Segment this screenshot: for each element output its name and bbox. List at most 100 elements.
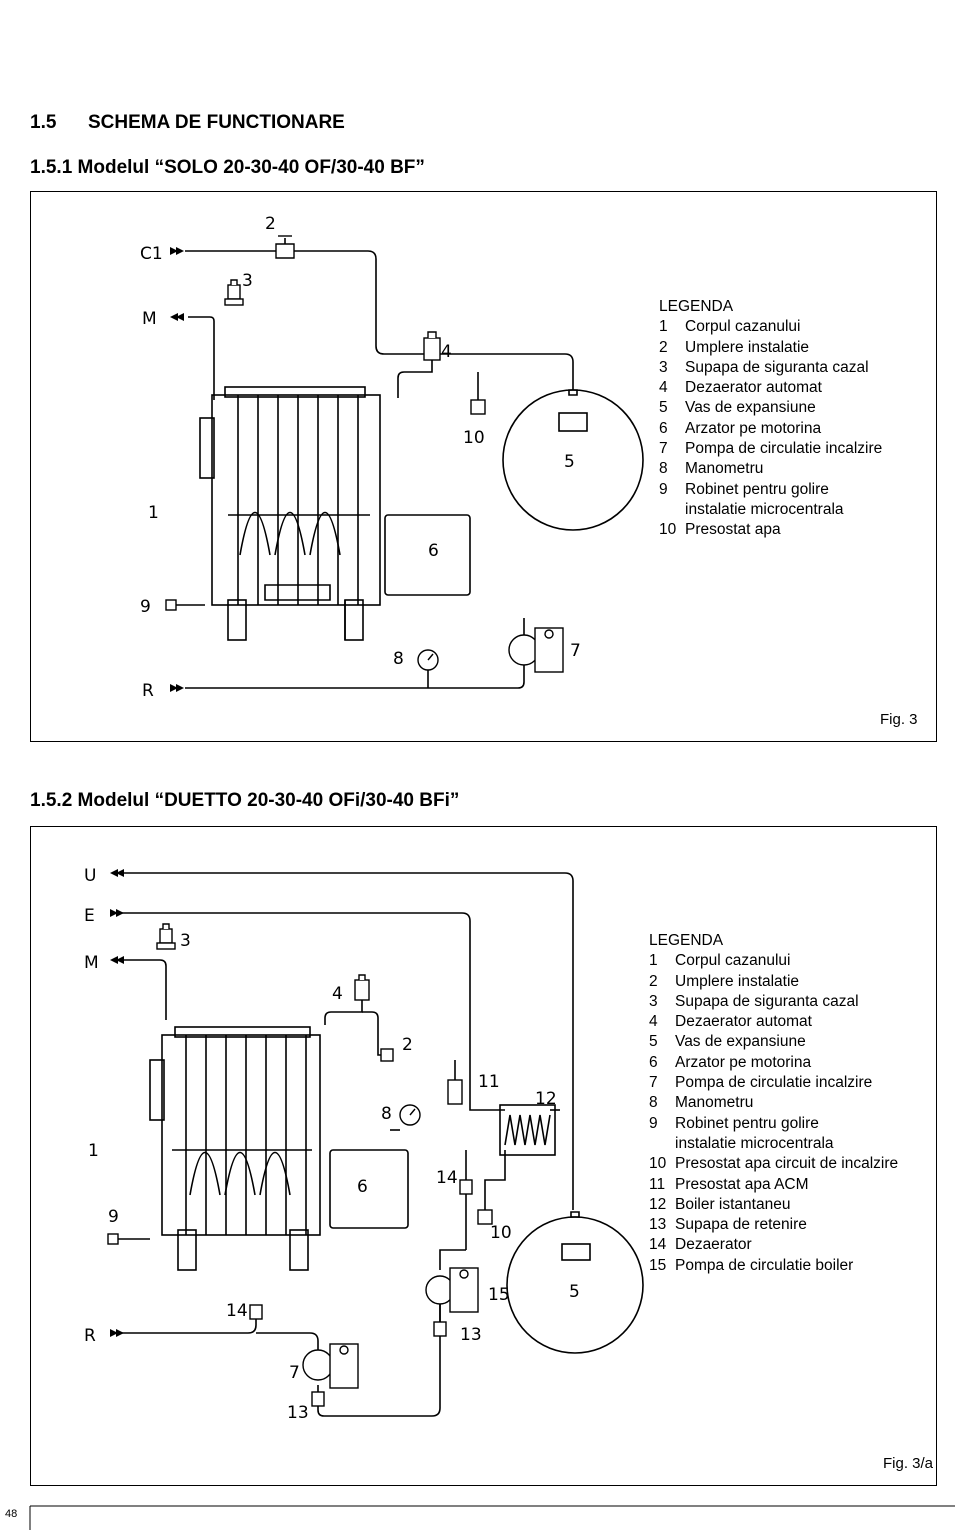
legend-num: 9	[649, 1114, 658, 1132]
legend-num: 6	[659, 419, 668, 437]
legend-item: 15 Pompa de circulatie boiler	[649, 1256, 898, 1276]
legend-item: 3 Supapa de siguranta cazal	[659, 358, 882, 378]
fig2-callout-3: 3	[180, 931, 191, 951]
fig2-callout-2: 2	[402, 1035, 413, 1055]
legend-text: Supapa de retenire	[675, 1216, 807, 1234]
legend-num: 1	[659, 318, 668, 336]
fig1-callout-3: 3	[242, 271, 253, 291]
legend-text: Supapa de siguranta cazal	[685, 358, 869, 376]
legend-text: Arzator pe motorina	[675, 1053, 812, 1071]
fig2-callout-13-lower: 13	[287, 1403, 309, 1423]
fig2-callout-1: 1	[88, 1141, 99, 1161]
legend-num: 14	[649, 1236, 667, 1254]
legend-item: 10 Presostat apa circuit de incalzire	[649, 1154, 898, 1174]
legend-num: 10	[659, 521, 677, 539]
fig2-conn-e: E	[84, 906, 95, 926]
fig1-callout-7: 7	[570, 641, 581, 661]
legend-num: 11	[649, 1175, 666, 1193]
fig2-heading: 1.5.2 Modelul “DUETTO 20-30-40 OFi/30-40…	[30, 790, 460, 811]
legend-num: 8	[659, 460, 668, 478]
legend-item: 4 Dezaerator automat	[649, 1012, 898, 1032]
legend-num: 8	[649, 1094, 658, 1112]
legend-item: 9 Robinet pentru golire	[659, 480, 882, 500]
legend-item: 6 Arzator pe motorina	[649, 1053, 898, 1073]
fig1-callout-2: 2	[265, 214, 276, 234]
fig2-conn-u: U	[84, 866, 96, 886]
fig2-frame	[30, 826, 937, 1486]
fig2-callout-12: 12	[535, 1089, 557, 1109]
legend-num: 5	[659, 399, 668, 417]
legend-num: 4	[649, 1013, 658, 1031]
fig1-conn-m: M	[142, 309, 157, 329]
legend-text: Manometru	[685, 460, 764, 478]
legend-num: 13	[649, 1216, 667, 1234]
fig2-callout-15: 15	[488, 1285, 510, 1305]
legend-num: 1	[649, 952, 658, 970]
fig2-callout-14-upper: 14	[436, 1168, 458, 1188]
legend-item: 5 Vas de expansiune	[659, 398, 882, 418]
legend-text: Dezaerator automat	[685, 379, 822, 397]
fig1-heading: 1.5.1 Modelul “SOLO 20-30-40 OF/30-40 BF…	[30, 157, 425, 178]
legend-text: Pompa de circulatie boiler	[675, 1256, 854, 1274]
legend-text: Manometru	[675, 1094, 754, 1112]
fig2-callout-11: 11	[478, 1072, 500, 1092]
fig2-callout-10: 10	[490, 1223, 512, 1243]
legend-item: 8 Manometru	[659, 459, 882, 479]
legend-text-cont: instalatie microcentrala	[685, 500, 844, 518]
legend-text: Robinet pentru golire	[685, 480, 829, 498]
legend-text: Pompa de circulatie incalzire	[675, 1074, 873, 1092]
legend-num: 10	[649, 1155, 667, 1173]
legend-text: Dezaerator automat	[675, 1013, 812, 1031]
section-heading: 1.5 SCHEMA DE FUNCTIONARE	[30, 112, 345, 134]
fig2-label: Fig. 3/a	[883, 1455, 934, 1472]
fig2-conn-m: M	[84, 953, 99, 973]
legend-num: 4	[659, 379, 668, 397]
legend-num: 7	[649, 1074, 658, 1092]
legend-num: 15	[649, 1256, 667, 1274]
legend-text: Vas de expansiune	[675, 1033, 806, 1051]
legend-num: 3	[659, 358, 668, 376]
section-title: SCHEMA DE FUNCTIONARE	[88, 112, 345, 133]
page-footer-rule	[29, 1505, 955, 1530]
fig1-callout-8: 8	[393, 649, 404, 669]
fig1-legend-title: LEGENDA	[659, 298, 734, 315]
fig2-callout-14-lower: 14	[226, 1301, 248, 1321]
fig2-callout-13-upper: 13	[460, 1325, 482, 1345]
fig2-callout-8: 8	[381, 1104, 392, 1124]
legend-text: Robinet pentru golire	[675, 1114, 819, 1132]
legend-item: 6 Arzator pe motorina	[659, 419, 882, 439]
legend-text: Presostat apa	[685, 521, 781, 539]
legend-text: Corpul cazanului	[675, 952, 791, 970]
fig2-conn-r: R	[84, 1326, 96, 1346]
legend-item: 4 Dezaerator automat	[659, 378, 882, 398]
legend-num: 5	[649, 1033, 658, 1051]
legend-item: 5 Vas de expansiune	[649, 1032, 898, 1052]
legend-item: 1 Corpul cazanului	[649, 951, 898, 971]
fig1-label: Fig. 3	[880, 711, 918, 728]
fig1-callout-10: 10	[463, 428, 485, 448]
fig1-frame	[30, 191, 937, 742]
legend-text: Vas de expansiune	[685, 399, 816, 417]
legend-text: Umplere instalatie	[685, 338, 810, 356]
legend-text: Corpul cazanului	[685, 318, 801, 336]
legend-item: 8 Manometru	[649, 1093, 898, 1113]
legend-item: 1 Corpul cazanului	[659, 317, 882, 337]
section-number: 1.5	[30, 112, 57, 133]
legend-num: 9	[659, 480, 668, 498]
fig1-callout-4: 4	[441, 342, 452, 362]
fig1-callout-1: 1	[148, 503, 159, 523]
legend-text: Presostat apa circuit de incalzire	[675, 1155, 899, 1173]
fig2-legend-title: LEGENDA	[649, 932, 724, 949]
legend-text: Arzator pe motorina	[685, 419, 822, 437]
legend-num: 2	[649, 972, 658, 990]
legend-num: 6	[649, 1053, 658, 1071]
